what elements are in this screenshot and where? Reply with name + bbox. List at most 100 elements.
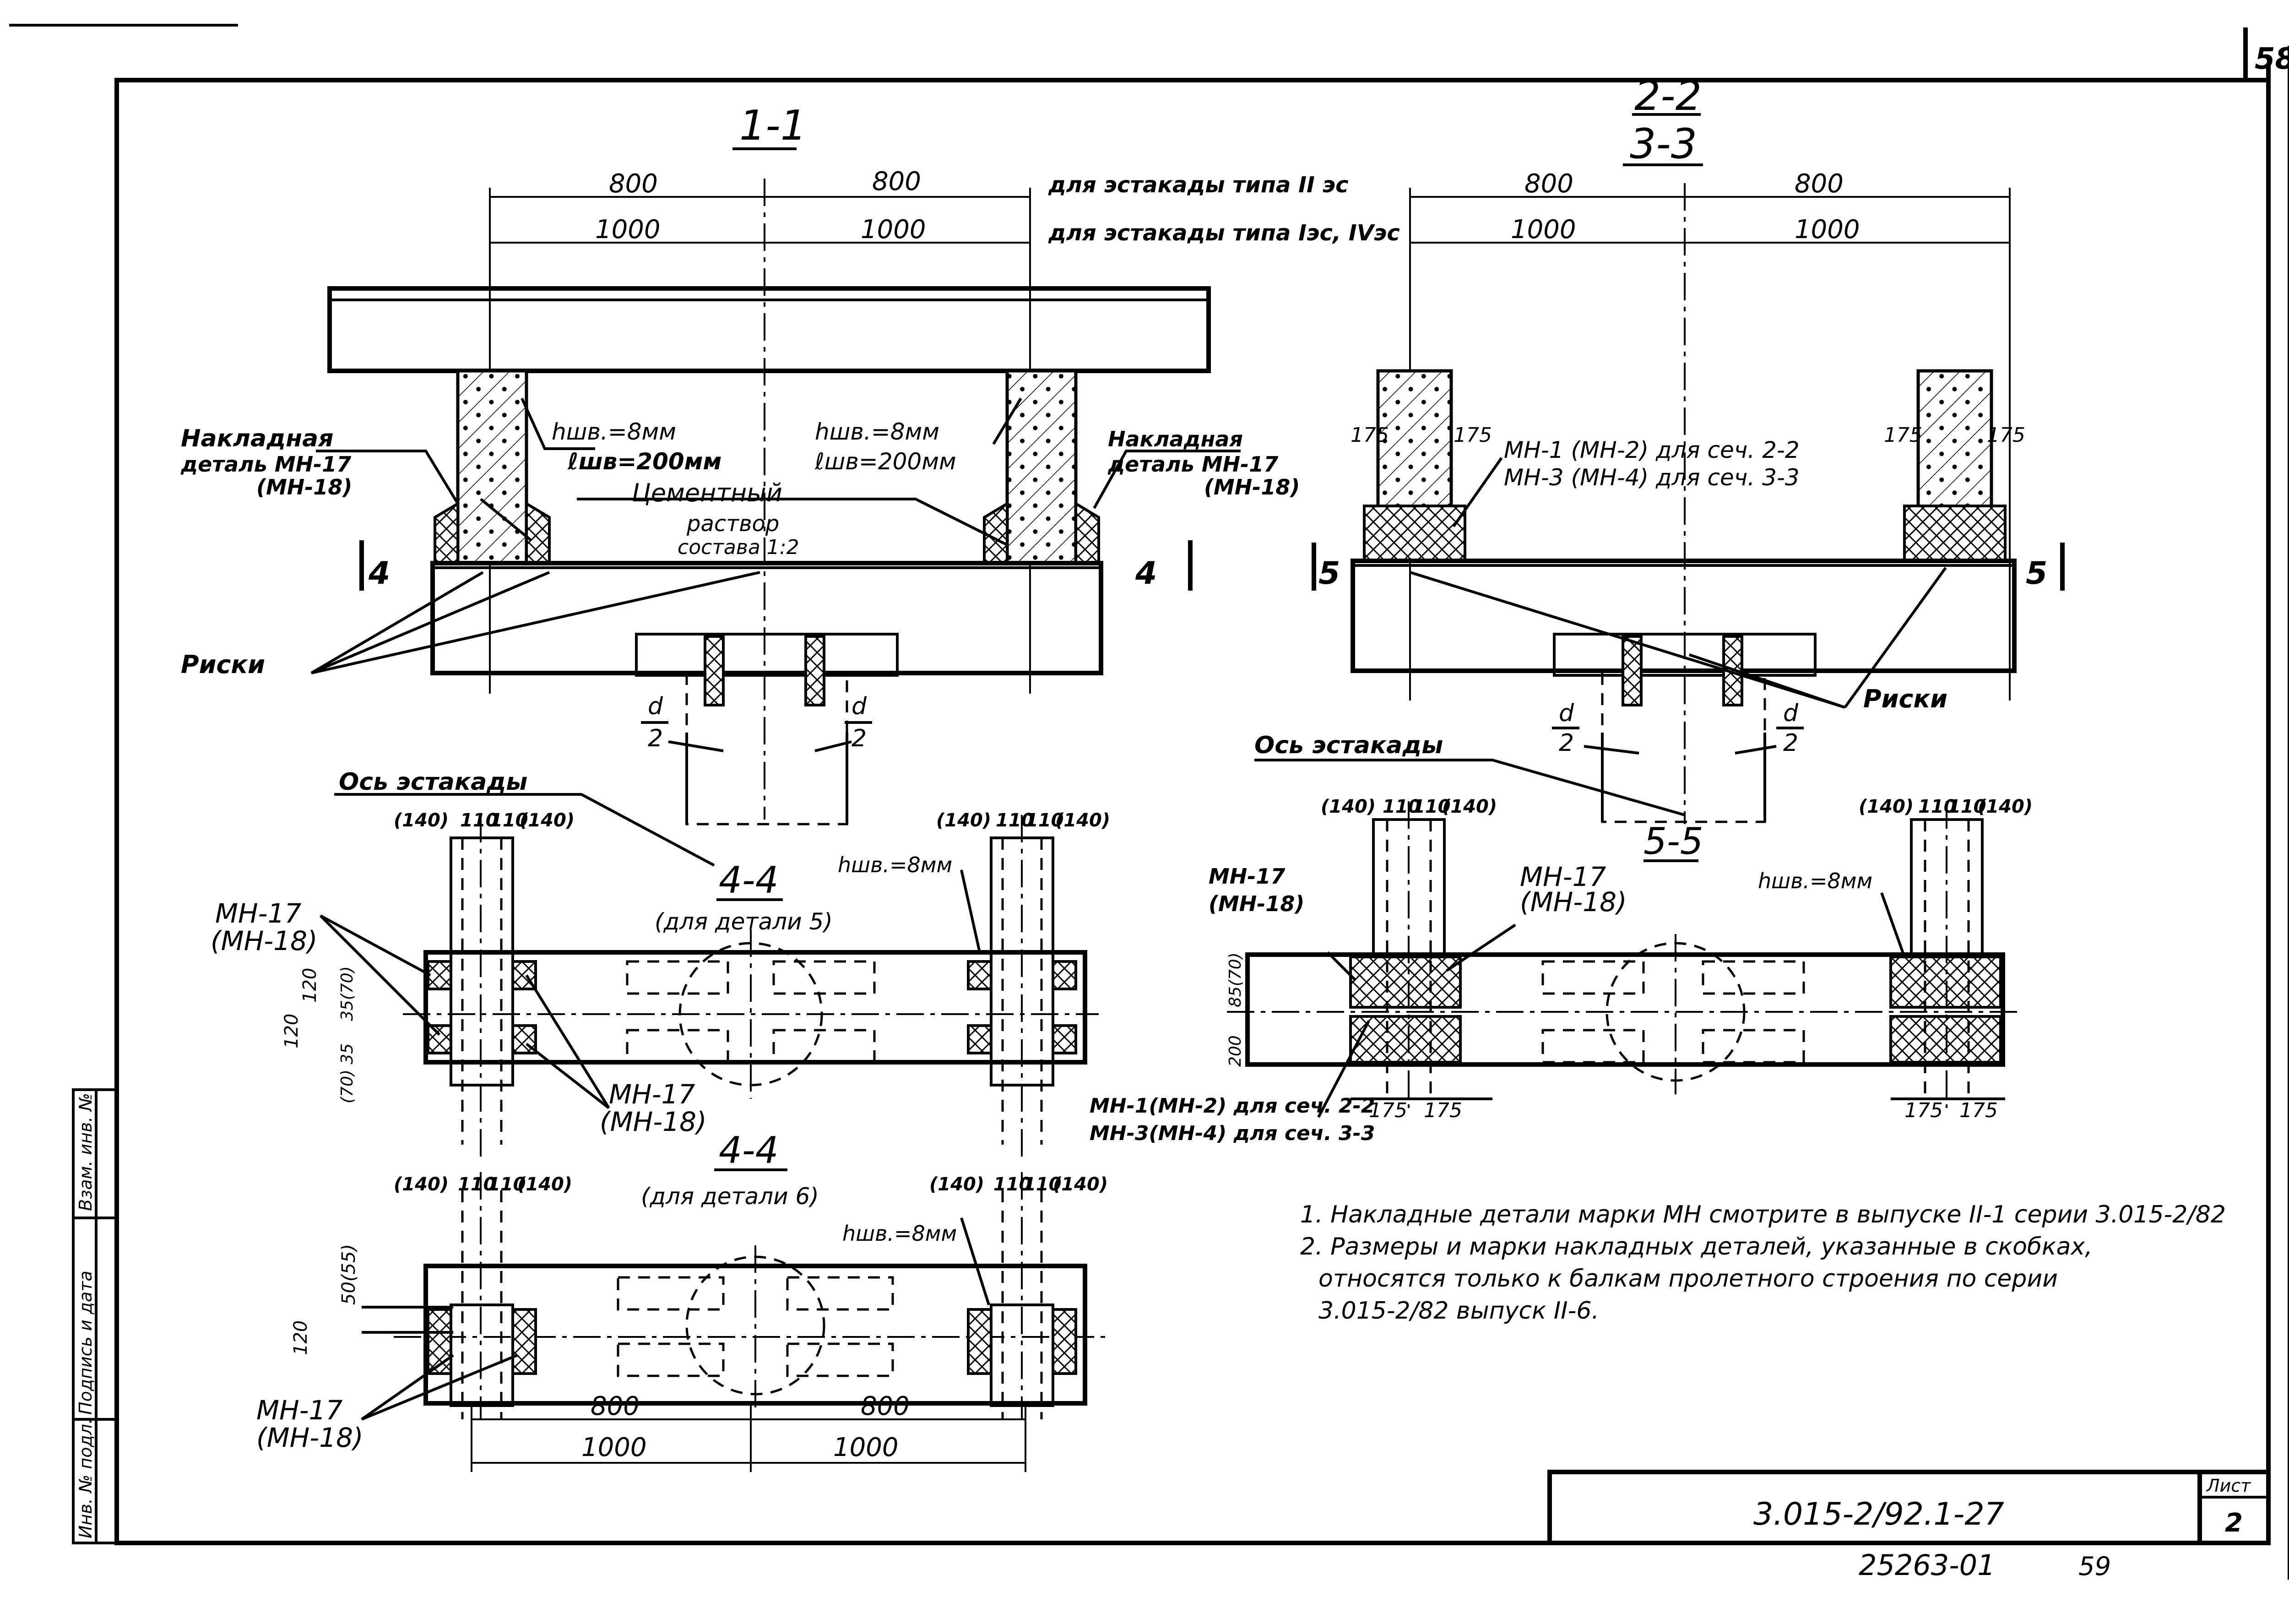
mh-5-center-2: (МН-18) <box>1520 886 1627 918</box>
dims-4a-1: (140) <box>394 810 449 831</box>
mh-5-left-2: (МН-18) <box>1209 891 1304 916</box>
dims-4a-2: 110 <box>460 810 499 831</box>
title-block <box>1547 1470 2271 1545</box>
view-1-1: 1-1 800 800 1000 1000 для эстакады типа … <box>310 102 1400 826</box>
weld-right-2: ℓшв=200мм <box>814 448 956 475</box>
view-2-2-title: 2-2 <box>1634 72 1702 120</box>
dim-2-1000-b: 1000 <box>1795 215 1860 244</box>
sheet-frame <box>9 24 2289 1580</box>
dims-5-6: 110 <box>1918 796 1957 817</box>
axis-label-2: Ось эстакады <box>1254 732 1443 759</box>
mn-callout-2: МН-3 (МН-4) для сеч. 3-3 <box>1504 464 1800 491</box>
d-half-right-den: 2 <box>852 725 867 752</box>
mh-4b-2: (МН-18) <box>256 1422 363 1453</box>
mn-5-callout-1: МН-1(МН-2) для сеч. 2-2 <box>1090 1094 1375 1118</box>
note-4: 3.015-2/82 выпуск II-6. <box>1318 1297 1599 1325</box>
dim-175-c: 175 <box>1884 424 1922 447</box>
left-stamp: Инв. № подл. Подпись и дата Взам. инв. № <box>72 1088 118 1544</box>
dim-175-b: 175 <box>1454 424 1492 447</box>
risks-right: Риски <box>1863 684 1947 713</box>
right-callout-1: Накладная <box>1108 427 1243 451</box>
dim-800-b: 800 <box>872 167 921 196</box>
d-half-left-den: 2 <box>648 725 663 752</box>
axis-label-1: Ось эстакады <box>339 768 527 796</box>
dim-5-200: 200 <box>1226 1035 1245 1067</box>
weld-4b: hшв.=8мм <box>842 1221 957 1246</box>
note-type-a: для эстакады типа II эс <box>1048 172 1348 198</box>
weld-5: hшв.=8мм <box>1758 869 1872 893</box>
left-callout-3: (МН-18) <box>256 475 352 500</box>
section-mark-4-right: 4 <box>1135 555 1157 592</box>
mh-4a-bottom-1: МН-17 <box>609 1079 695 1110</box>
sheet-label: Лист <box>2206 1476 2251 1496</box>
view-4-4-b <box>361 1168 1108 1472</box>
mh-4a-left-2: (МН-18) <box>211 925 318 956</box>
weld-4a: hшв.=8мм <box>838 853 952 877</box>
section-mark-4-left: 4 <box>368 555 390 592</box>
dims-4b-8: (140) <box>1053 1174 1108 1195</box>
view-1-1-title: 1-1 <box>739 102 807 150</box>
dims-4a-7: 110 <box>1025 810 1064 831</box>
left-callout-2: деталь МН-17 <box>180 452 351 477</box>
right-callout-2: деталь МН-17 <box>1107 452 1278 477</box>
dim-2-800-a: 800 <box>1524 169 1573 199</box>
d-half-2l-num: d <box>1559 700 1574 727</box>
mh-5-left-1: МН-17 <box>1209 864 1285 889</box>
note-2: 2. Размеры и марки накладных деталей, ук… <box>1300 1233 2093 1260</box>
dim-4a-35-70: 35(70) <box>338 966 357 1021</box>
dim-4b-50-55: 50(55) <box>338 1244 359 1305</box>
dims-4b-3: 110 <box>488 1174 526 1195</box>
d-half-left-num: d <box>648 693 663 720</box>
archive-number: 25263-01 <box>1859 1548 1996 1582</box>
mh-4a-left-1: МН-17 <box>215 898 301 929</box>
mortar-3: состава 1:2 <box>678 536 799 559</box>
dims-5-2: 110 <box>1383 796 1421 817</box>
mh-5-center-1: МН-17 <box>1520 861 1606 892</box>
dims-4a-5: (140) <box>936 810 991 831</box>
dim-4b-1000a: 1000 <box>581 1433 647 1462</box>
d-half-2l-den: 2 <box>1559 729 1574 757</box>
dim-4a-120b: 120 <box>281 1014 302 1048</box>
view-5-5 <box>1227 801 2023 1118</box>
sheet-number: 2 <box>2225 1508 2243 1538</box>
d-half-right-num: d <box>852 693 867 720</box>
dims-4b-6: 110 <box>993 1174 1032 1195</box>
view-3-3-title: 3-3 <box>1630 120 1697 168</box>
view-2-2: 800 800 1000 1000 <box>1254 113 2065 824</box>
dims-4a-4: (140) <box>520 810 575 831</box>
stamp-podpis-data: Подпись и дата <box>76 1271 96 1415</box>
dim-1000-b: 1000 <box>861 215 926 244</box>
view-4-4-a <box>319 793 1099 1158</box>
dim-5-175c: 175 <box>1904 1099 1943 1122</box>
dim-2-1000-a: 1000 <box>1511 215 1576 244</box>
dim-4b-800b: 800 <box>861 1391 910 1421</box>
doc-code: 3.015-2/92.1-27 <box>1753 1496 2004 1532</box>
risks-left: Риски <box>181 650 265 679</box>
dim-4b-1000b: 1000 <box>833 1433 899 1462</box>
mortar-2: раствор <box>686 511 779 537</box>
view-4-4-a-title: 4-4 <box>719 859 779 902</box>
dims-5-7: 110 <box>1948 796 1986 817</box>
weld-left-1: hшв.=8мм <box>552 418 676 445</box>
view-4-4-b-title: 4-4 <box>719 1129 779 1172</box>
dims-4a-6: 110 <box>996 810 1034 831</box>
section-mark-5-left: 5 <box>1318 555 1340 592</box>
note-1: 1. Накладные детали марки МН смотрите в … <box>1300 1201 2226 1228</box>
dims-5-1: (140) <box>1321 796 1376 817</box>
weld-left-2: ℓшв=200мм <box>567 448 721 475</box>
dims-4b-2: 110 <box>458 1174 496 1195</box>
dims-5-3: 110 <box>1412 796 1451 817</box>
stamp-inv-podl: Инв. № подл. <box>76 1418 96 1538</box>
dims-5-8: (140) <box>1978 796 2033 817</box>
dim-5-175a: 175 <box>1369 1099 1407 1122</box>
right-callout-3: (МН-18) <box>1204 475 1300 500</box>
stamp-vzam-inv: Взам. инв. № <box>76 1093 96 1211</box>
dim-800-a: 800 <box>609 169 658 199</box>
dim-1000-a: 1000 <box>595 215 661 244</box>
dim-175-a: 175 <box>1351 424 1389 447</box>
dims-4b-4: (140) <box>517 1174 572 1195</box>
dim-5-175b: 175 <box>1424 1099 1462 1122</box>
d-half-2r-den: 2 <box>1783 729 1798 757</box>
dim-2-800-b: 800 <box>1795 169 1844 199</box>
